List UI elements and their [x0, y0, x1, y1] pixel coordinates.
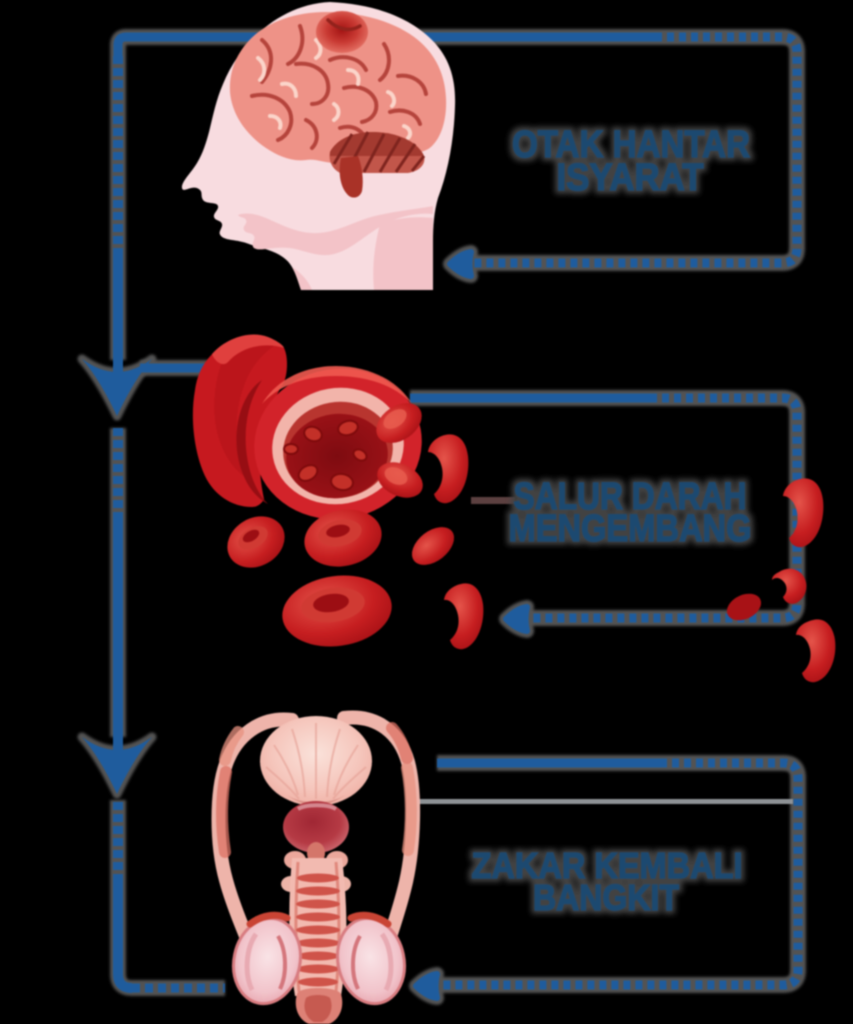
svg-text:ISYARAT: ISYARAT — [557, 157, 704, 199]
svg-text:SALUR DARAH: SALUR DARAH — [514, 476, 747, 518]
svg-text:BANGKIT: BANGKIT — [533, 877, 679, 918]
svg-text:ZAKAR KEMBALI: ZAKAR KEMBALI — [472, 845, 743, 886]
svg-text:OTAK HANTAR: OTAK HANTAR — [512, 124, 750, 166]
svg-text:MENGEMBANG: MENGEMBANG — [509, 508, 752, 550]
